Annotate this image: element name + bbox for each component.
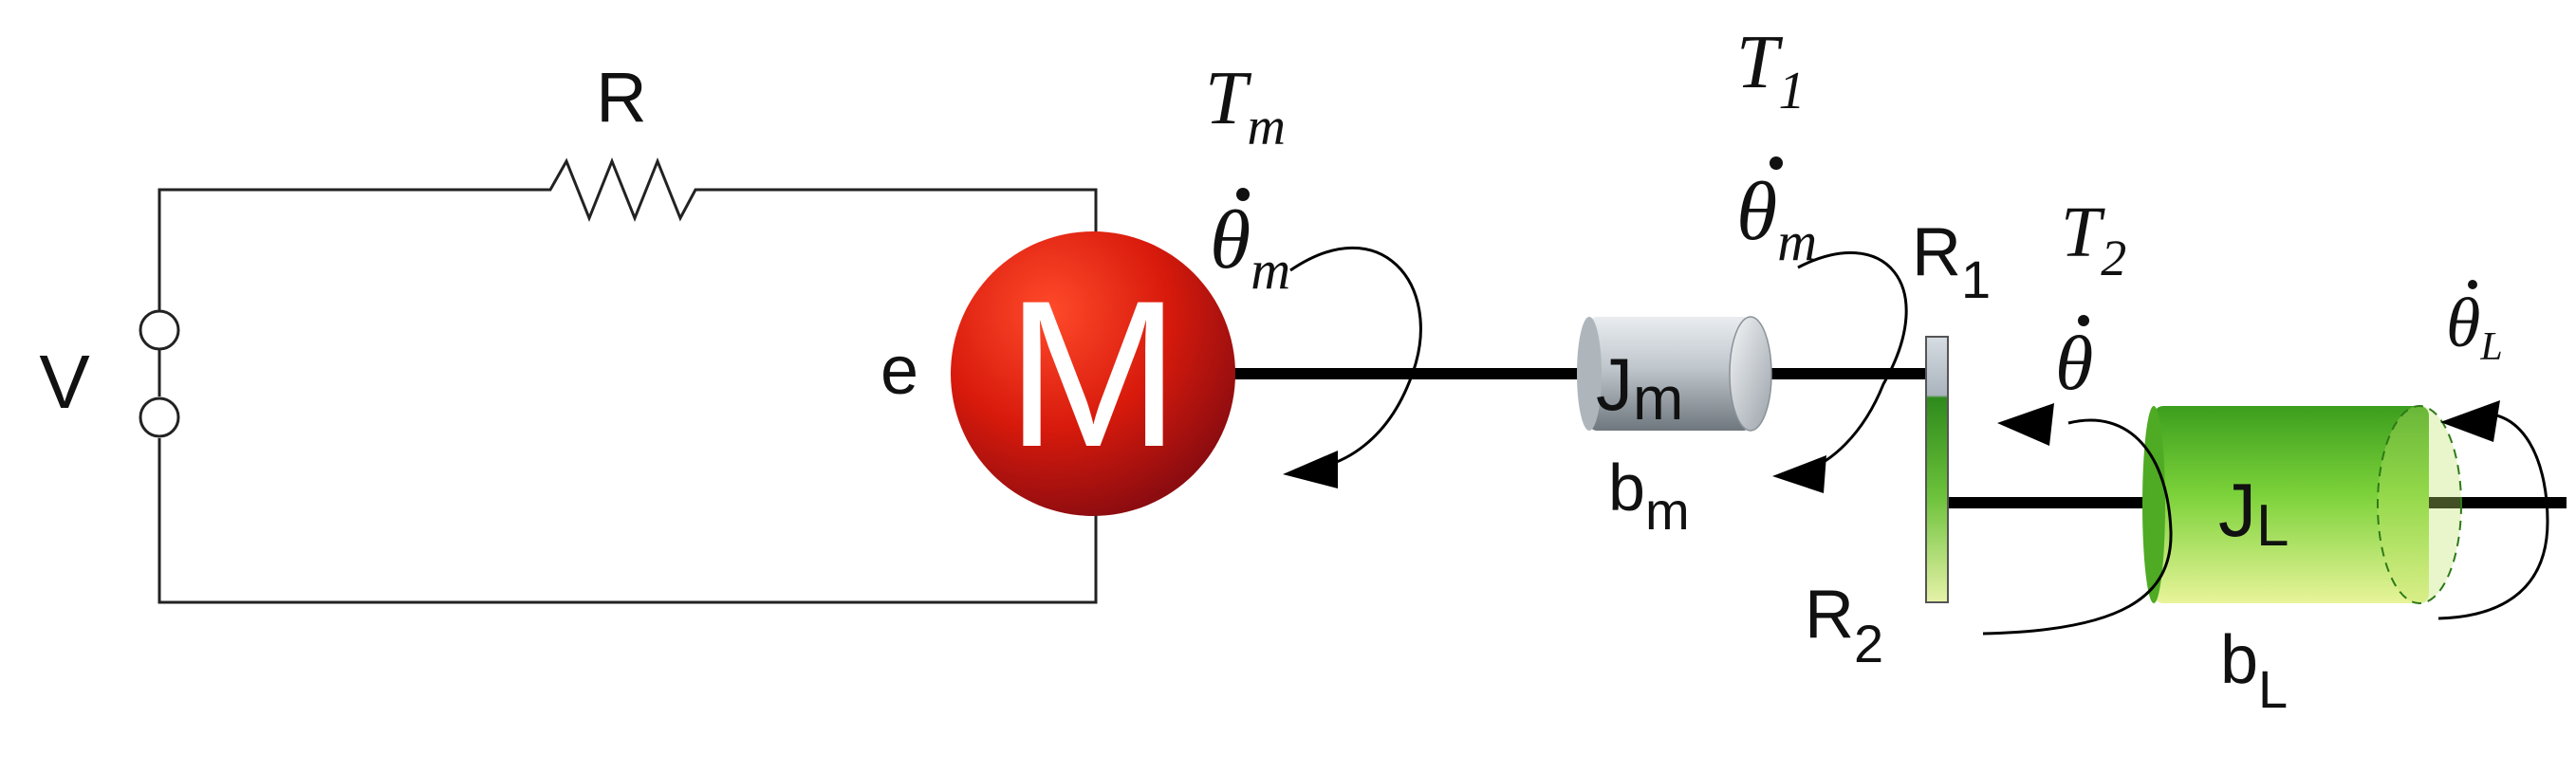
motor-damping-label: bm (1608, 451, 1690, 541)
gear1-label: R1 (1912, 214, 1991, 309)
wire-top-left (158, 188, 536, 327)
motor-torque-symbol: Tm (1205, 57, 1286, 157)
motor-label: M (1006, 257, 1179, 490)
terminal-top-icon (139, 309, 180, 351)
motor-rotation-arrow-icon (1289, 247, 1422, 471)
load-rotation-arrow-icon (2437, 412, 2549, 620)
speed-1-symbol: θm (1736, 157, 1817, 272)
svg-text:θL: θL (2446, 285, 2503, 369)
voltage-label: V (39, 340, 90, 424)
jm-rotation-arrowhead-icon (1772, 455, 1826, 493)
load-inertia-cylinder: JL (2142, 405, 2462, 604)
svg-text:Tm: Tm (1205, 57, 1286, 157)
circuit: V R e (39, 58, 1098, 604)
wire-bottom (158, 438, 1098, 604)
torque-2-symbol: T2 (2061, 193, 2126, 286)
svg-text:θm: θm (1736, 166, 1817, 272)
load-rotation-arrowhead-icon (2440, 400, 2500, 442)
motor-body (951, 231, 1235, 516)
gear2-label: R2 (1805, 577, 1883, 673)
torque-1-symbol: T1 (1736, 21, 1806, 120)
resistor-label: R (596, 58, 646, 137)
motor-speed-symbol: θm (1210, 188, 1290, 301)
gear2-rotation-arrow-icon (1982, 418, 2173, 636)
load-inertia-label: JL (2218, 468, 2289, 559)
gear2-rotation-arrowhead-icon (1997, 403, 2054, 446)
resistor-icon (536, 157, 707, 223)
motor-inertia-cylinder: Jm (1577, 316, 1772, 433)
svg-text:θ: θ (2055, 320, 2093, 406)
motor: M (951, 231, 1235, 516)
jm-rotation-arrow-icon (1792, 250, 1908, 476)
svg-text:T1: T1 (1736, 21, 1806, 120)
terminal-bottom-icon (139, 396, 180, 438)
back-emf-label: e (880, 333, 918, 409)
motor-rotation-arrowhead-icon (1283, 451, 1338, 488)
speed-2-symbol: θ (2055, 315, 2093, 406)
motor-inertia-label: Jm (1596, 342, 1683, 433)
svg-text:T2: T2 (2061, 193, 2126, 286)
load-damping-label: bL (2220, 622, 2288, 719)
svg-text:θm: θm (1210, 194, 1290, 301)
load-speed-symbol: θL (2446, 280, 2503, 369)
gear-pair (1925, 336, 1949, 603)
